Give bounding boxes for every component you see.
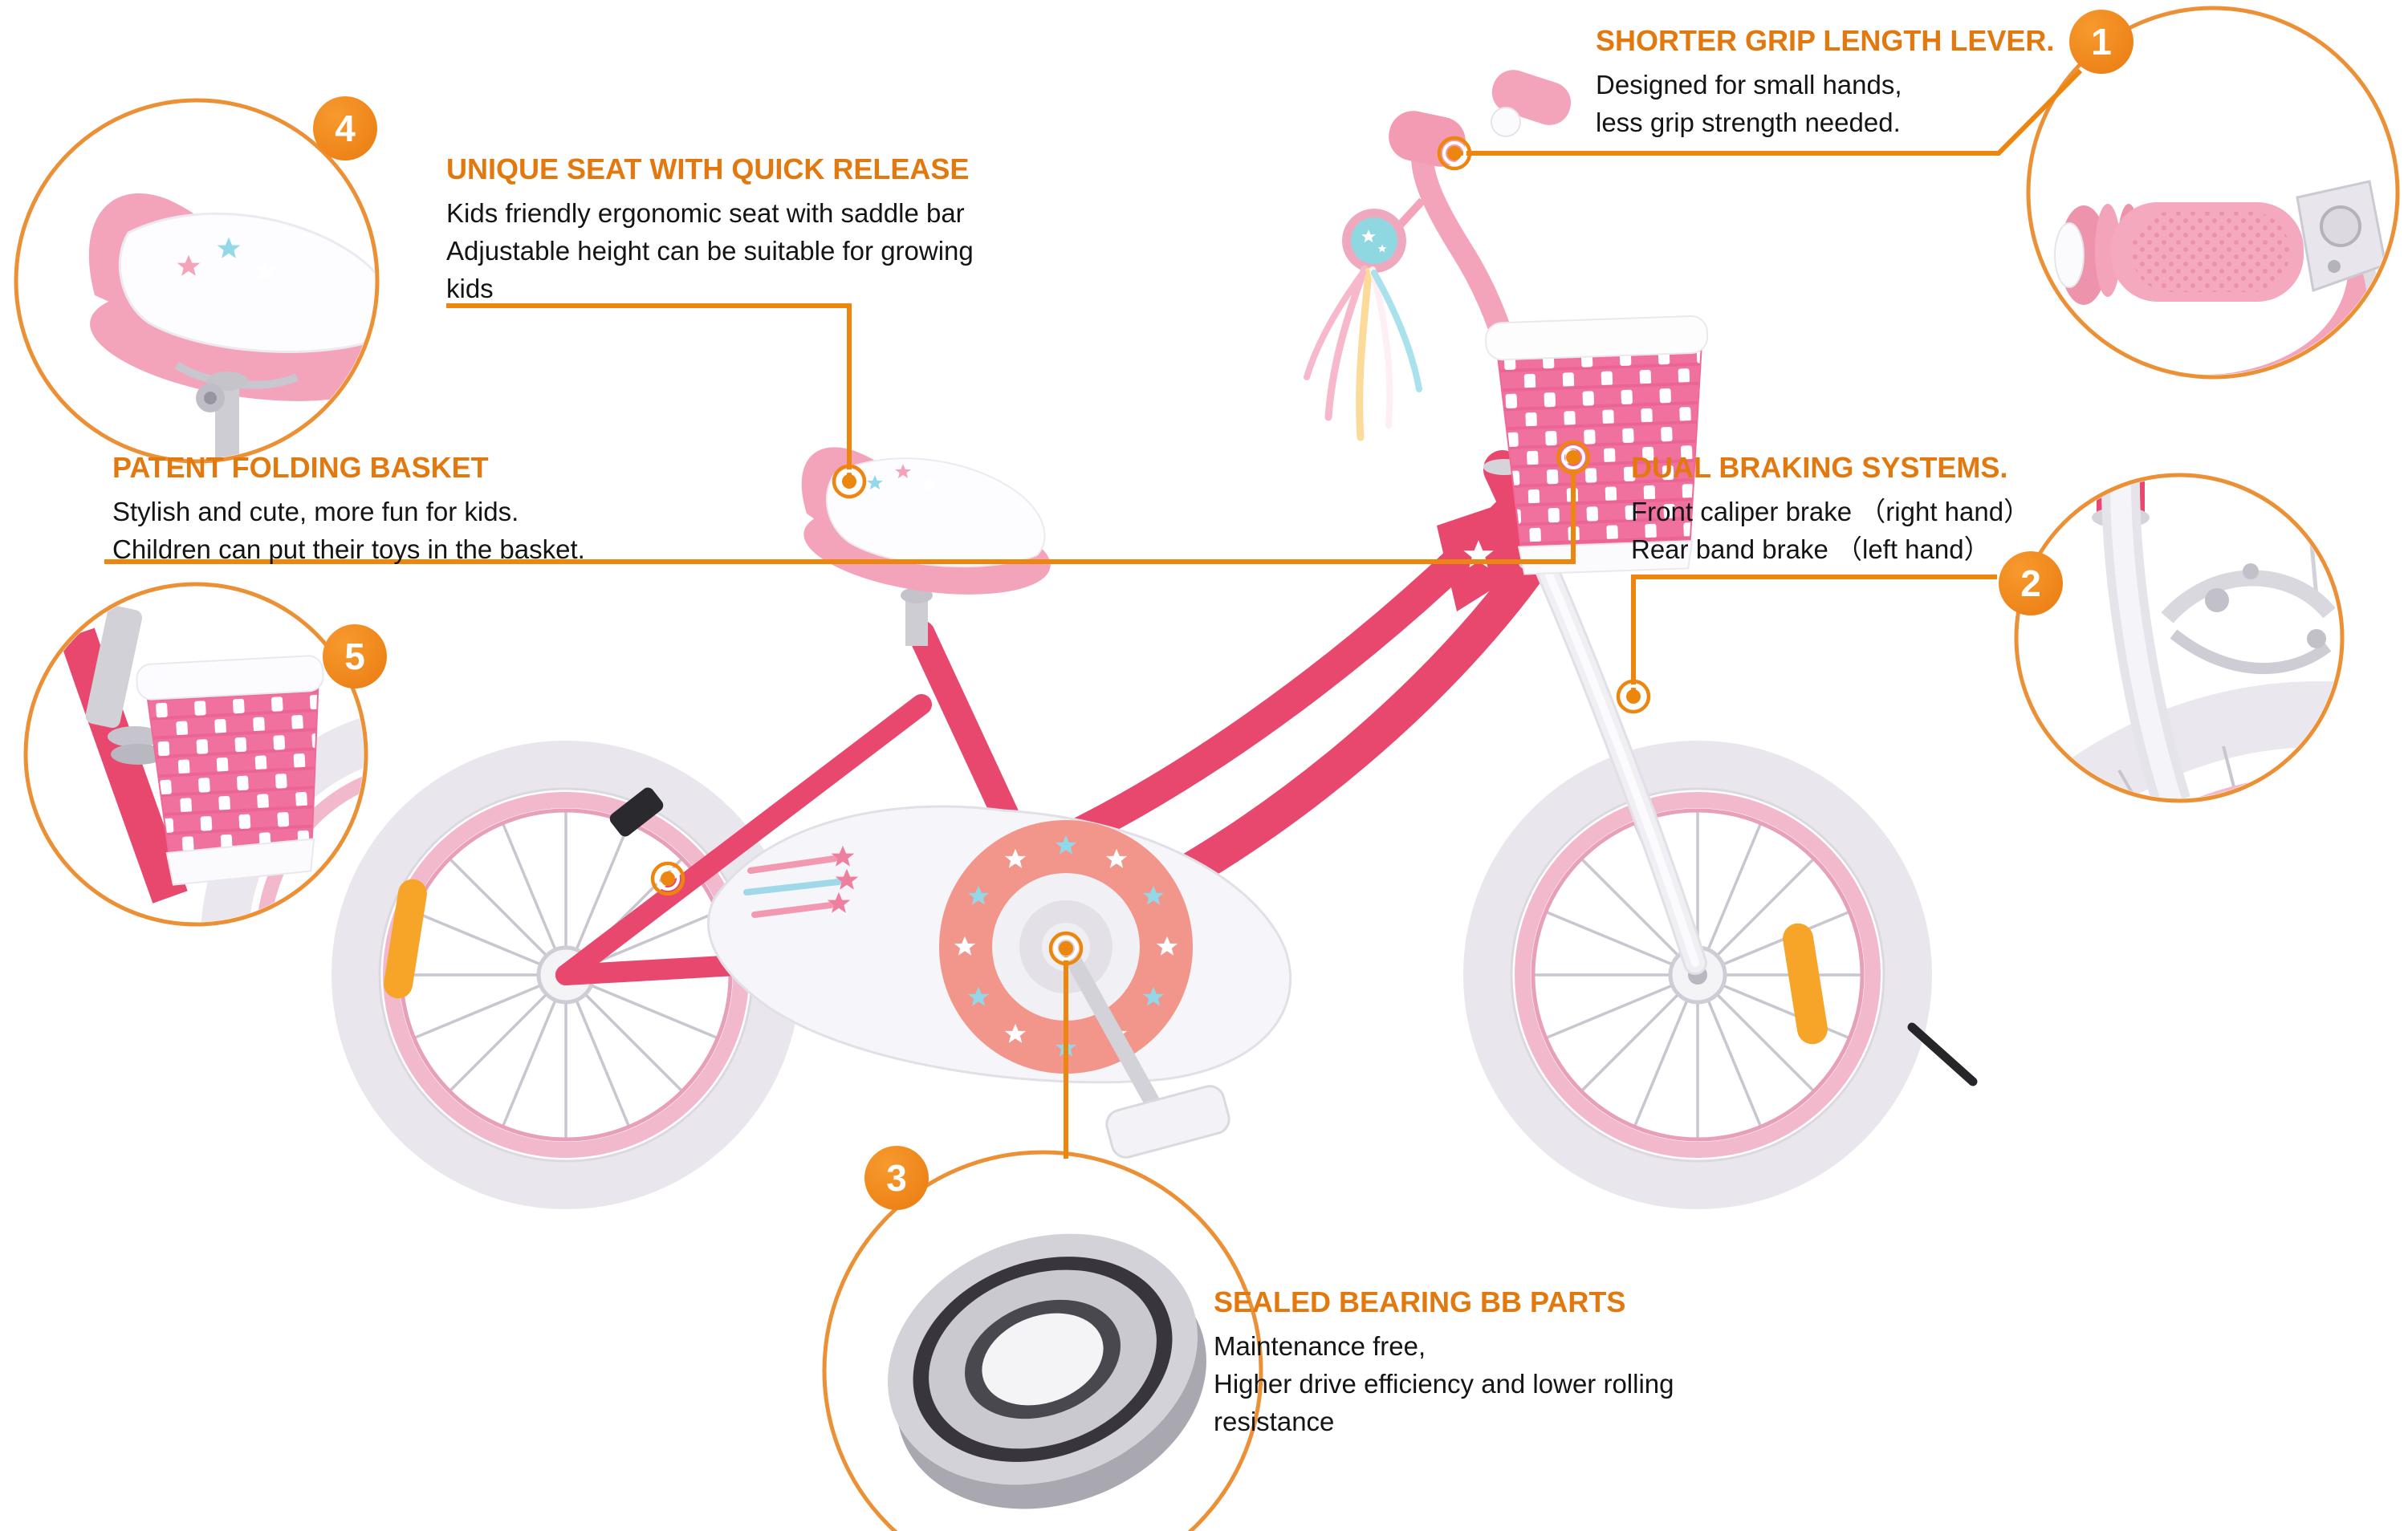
crank-arm (1058, 939, 1162, 1114)
connector-grip (1454, 68, 2083, 156)
bike-illustration (332, 70, 1978, 1209)
target-dots (650, 136, 1651, 966)
near-grip (1389, 111, 1466, 167)
callout-text-seat: UNIQUE SEAT WITH QUICK RELEASE Kids frie… (446, 152, 974, 307)
callout-line: resistance (1214, 1407, 1335, 1436)
badge-4: 4 (313, 96, 377, 160)
callout-line: Kids friendly ergonomic seat with saddle… (446, 198, 965, 228)
callout-title-basket: PATENT FOLDING BASKET (112, 451, 489, 484)
callout-text-bearing: SEALED BEARING BB PARTS Maintenance free… (1214, 1285, 1674, 1440)
callout-detail-bearing (887, 1233, 1206, 1509)
callout-line: Rear band brake （left hand） (1631, 534, 1991, 564)
callout-line: Maintenance free, (1214, 1331, 1426, 1361)
callout-circle-2 (2014, 473, 2345, 803)
front-basket (1485, 315, 1709, 575)
pedal (1105, 1085, 1230, 1159)
callout-circle-1 (2026, 6, 2400, 380)
front-reflector (1783, 923, 1828, 1045)
badge-1: 1 (2069, 10, 2133, 74)
connector-seat (446, 303, 852, 478)
callout-title-seat: UNIQUE SEAT WITH QUICK RELEASE (446, 152, 970, 185)
shooting-star-decals (743, 845, 859, 918)
saddle (801, 447, 1051, 646)
callout-line: Adjustable height can be suitable for gr… (446, 236, 974, 266)
connector-lines (104, 68, 2083, 1159)
target-dot-grip (1437, 136, 1472, 171)
badge-5: 5 (323, 624, 387, 688)
callout-text-basket: PATENT FOLDING BASKET Stylish and cute, … (112, 451, 585, 568)
connector-brakes (1631, 575, 1997, 693)
callout-text-grip: SHORTER GRIP LENGTH LEVER. Designed for … (1596, 24, 2054, 141)
callout-line: less grip strength needed. (1596, 108, 1901, 137)
callout-line: Children can put their toys in the baske… (112, 534, 585, 564)
callout-text-brakes: DUAL BRAKING SYSTEMS. Front caliper brak… (1631, 451, 2030, 568)
streamers (1304, 265, 1422, 441)
target-dot-rear-frame (650, 861, 685, 896)
badge-3: 3 (864, 1146, 929, 1210)
callout-line: Higher drive efficiency and lower rollin… (1214, 1369, 1674, 1399)
callout-title-grip: SHORTER GRIP LENGTH LEVER. (1596, 24, 2055, 57)
callout-detail-basket (59, 605, 364, 922)
rear-reflector (384, 879, 427, 999)
callout-line: Stylish and cute, more fun for kids. (112, 497, 519, 526)
callout-circle-3 (822, 1150, 1263, 1531)
callout-title-brakes: DUAL BRAKING SYSTEMS. (1631, 451, 2008, 484)
badge-2: 2 (1999, 551, 2063, 615)
kickstand (1907, 1022, 1978, 1086)
callout-line: kids (446, 274, 494, 303)
callout-circle-5 (23, 582, 368, 927)
callout-detail-seat (88, 193, 375, 459)
front-wheel (1463, 741, 1978, 1209)
callout-line: Front caliper brake （right hand） (1631, 497, 2031, 526)
target-dot-front-brake (1616, 679, 1651, 714)
callout-circle-4 (14, 98, 380, 464)
target-dot-basket (1556, 440, 1591, 475)
rear-band-brake (609, 787, 664, 837)
target-dot-bottom-bracket (1048, 931, 1084, 966)
connector-basket (104, 467, 1576, 564)
target-dot-seat (832, 464, 867, 499)
callout-title-bearing: SEALED BEARING BB PARTS (1214, 1285, 1626, 1318)
callout-line: Designed for small hands, (1596, 70, 1902, 99)
